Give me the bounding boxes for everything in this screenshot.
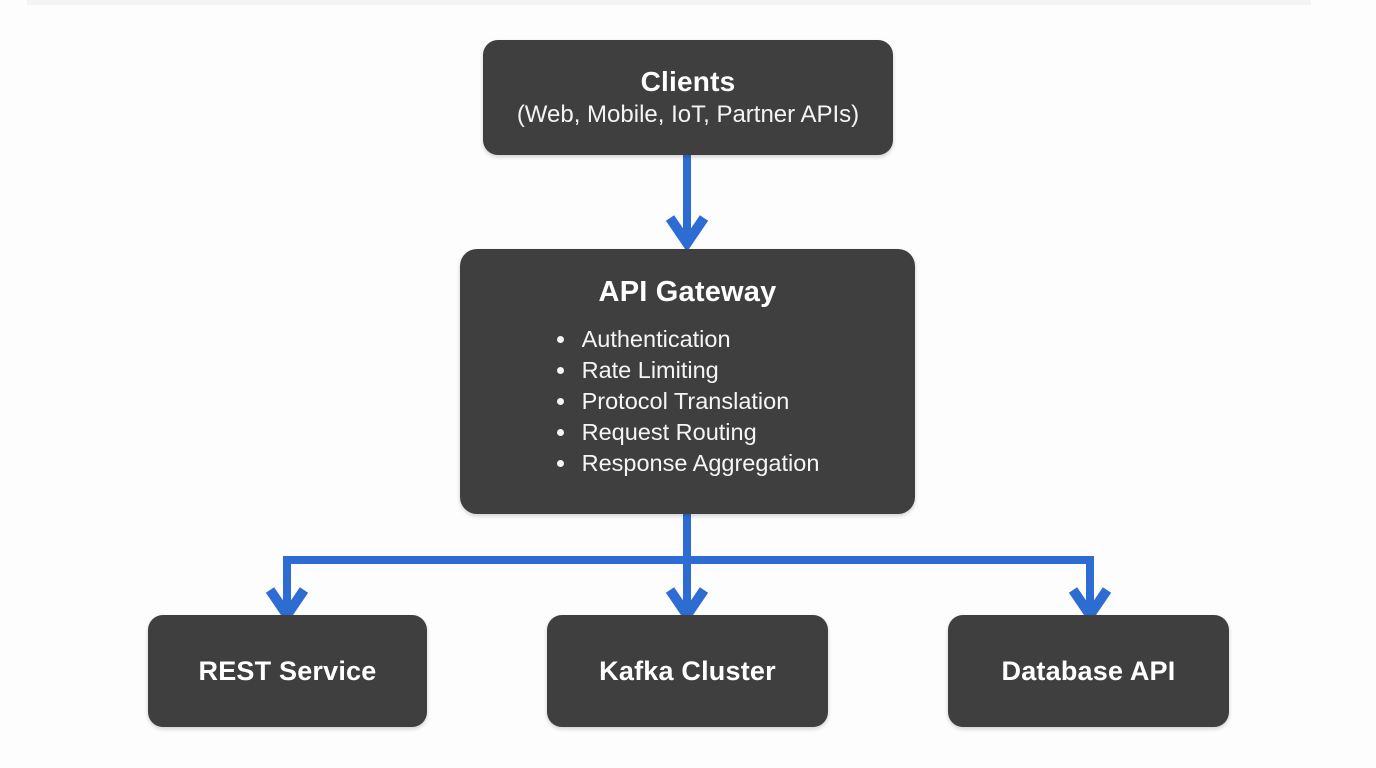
feature-authentication: Authentication (578, 324, 820, 355)
feature-rate-limiting: Rate Limiting (578, 355, 820, 386)
database-api-title: Database API (1001, 655, 1176, 686)
api-gateway-feature-list: Authentication Rate Limiting Protocol Tr… (556, 324, 820, 479)
node-api-gateway: API Gateway Authentication Rate Limiting… (460, 249, 915, 514)
clients-subtitle: (Web, Mobile, IoT, Partner APIs) (516, 100, 860, 128)
arrow-branch-rail (283, 556, 1094, 606)
feature-request-routing: Request Routing (578, 417, 820, 448)
feature-response-aggregation: Response Aggregation (578, 448, 820, 479)
node-rest-service: REST Service (148, 615, 427, 727)
arrowhead-clients-to-gateway (665, 215, 709, 252)
api-gateway-title: API Gateway (598, 276, 777, 308)
node-database-api: Database API (948, 615, 1229, 727)
kafka-cluster-title: Kafka Cluster (599, 655, 776, 686)
node-kafka-cluster: Kafka Cluster (547, 615, 828, 727)
top-edge-artifact (27, 0, 1311, 5)
feature-protocol-translation: Protocol Translation (578, 386, 820, 417)
rest-service-title: REST Service (198, 655, 377, 686)
node-clients: Clients (Web, Mobile, IoT, Partner APIs) (483, 40, 893, 155)
clients-title: Clients (640, 65, 736, 97)
